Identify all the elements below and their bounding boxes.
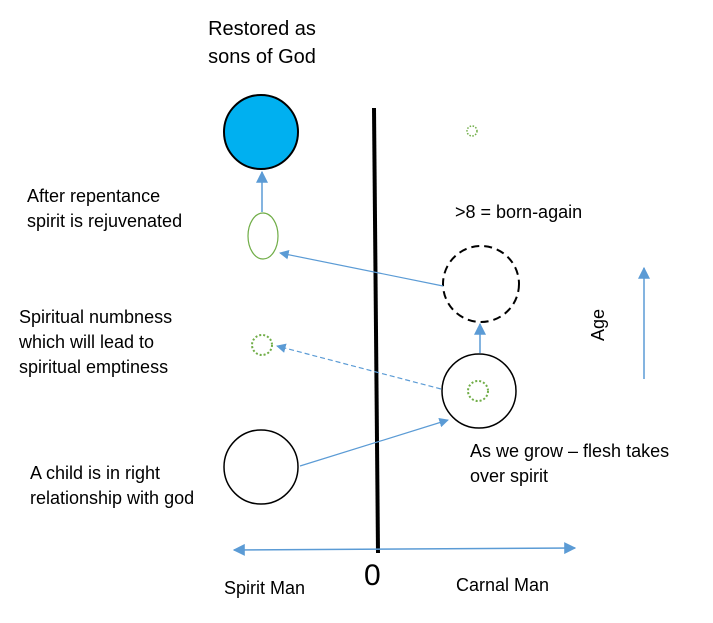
born-again-label: >8 = born-again	[455, 202, 583, 222]
numbness-dotted-circle	[251, 334, 273, 356]
grow-inner-dotted-circle	[467, 380, 489, 402]
grow-label: As we grow – flesh takes over spirit	[470, 439, 669, 489]
restored-label-line-2: sons of God	[208, 46, 316, 68]
tiny-dotted-circle	[466, 125, 478, 137]
rejuvenated-ellipse	[247, 212, 279, 260]
born-again-to-rejuvenated-arrow	[279, 250, 444, 287]
repentance-label-line-2: spirit is rejuvenated	[27, 211, 183, 231]
center-divider-line	[372, 107, 380, 554]
grow-label-line-2: over spirit	[470, 466, 549, 486]
restored-label-line-1: Restored as	[208, 18, 316, 40]
child-circle	[223, 429, 299, 505]
carnal-man-label: Carnal Man	[456, 575, 550, 595]
grow-to-numbness-dashed-arrow	[276, 343, 442, 390]
restored-circle	[223, 94, 299, 170]
spirit-man-label: Spirit Man	[224, 578, 306, 598]
numbness-label: Spiritual numbness which will lead to sp…	[19, 305, 172, 380]
age-label: Age	[588, 308, 608, 342]
numbness-label-line-1: Spiritual numbness	[19, 307, 173, 327]
born-again-dashed-circle	[442, 245, 520, 323]
child-label-line-1: A child is in right	[30, 463, 161, 483]
numbness-label-line-3: spiritual emptiness	[19, 357, 169, 377]
child-label: A child is in right relationship with go…	[30, 461, 194, 511]
repentance-label: After repentance spirit is rejuvenated	[27, 184, 182, 234]
numbness-label-line-2: which will lead to	[19, 332, 155, 352]
spirit-carnal-axis-arrow	[232, 542, 577, 556]
child-to-grow-arrow	[299, 417, 449, 467]
grow-label-line-1: As we grow – flesh takes	[470, 441, 670, 461]
child-label-line-2: relationship with god	[30, 488, 195, 508]
repentance-label-line-1: After repentance	[27, 186, 161, 206]
grow-circle	[441, 353, 517, 429]
restored-label: Restored as sons of God	[182, 15, 342, 71]
axis-zero-label: 0	[364, 559, 381, 592]
